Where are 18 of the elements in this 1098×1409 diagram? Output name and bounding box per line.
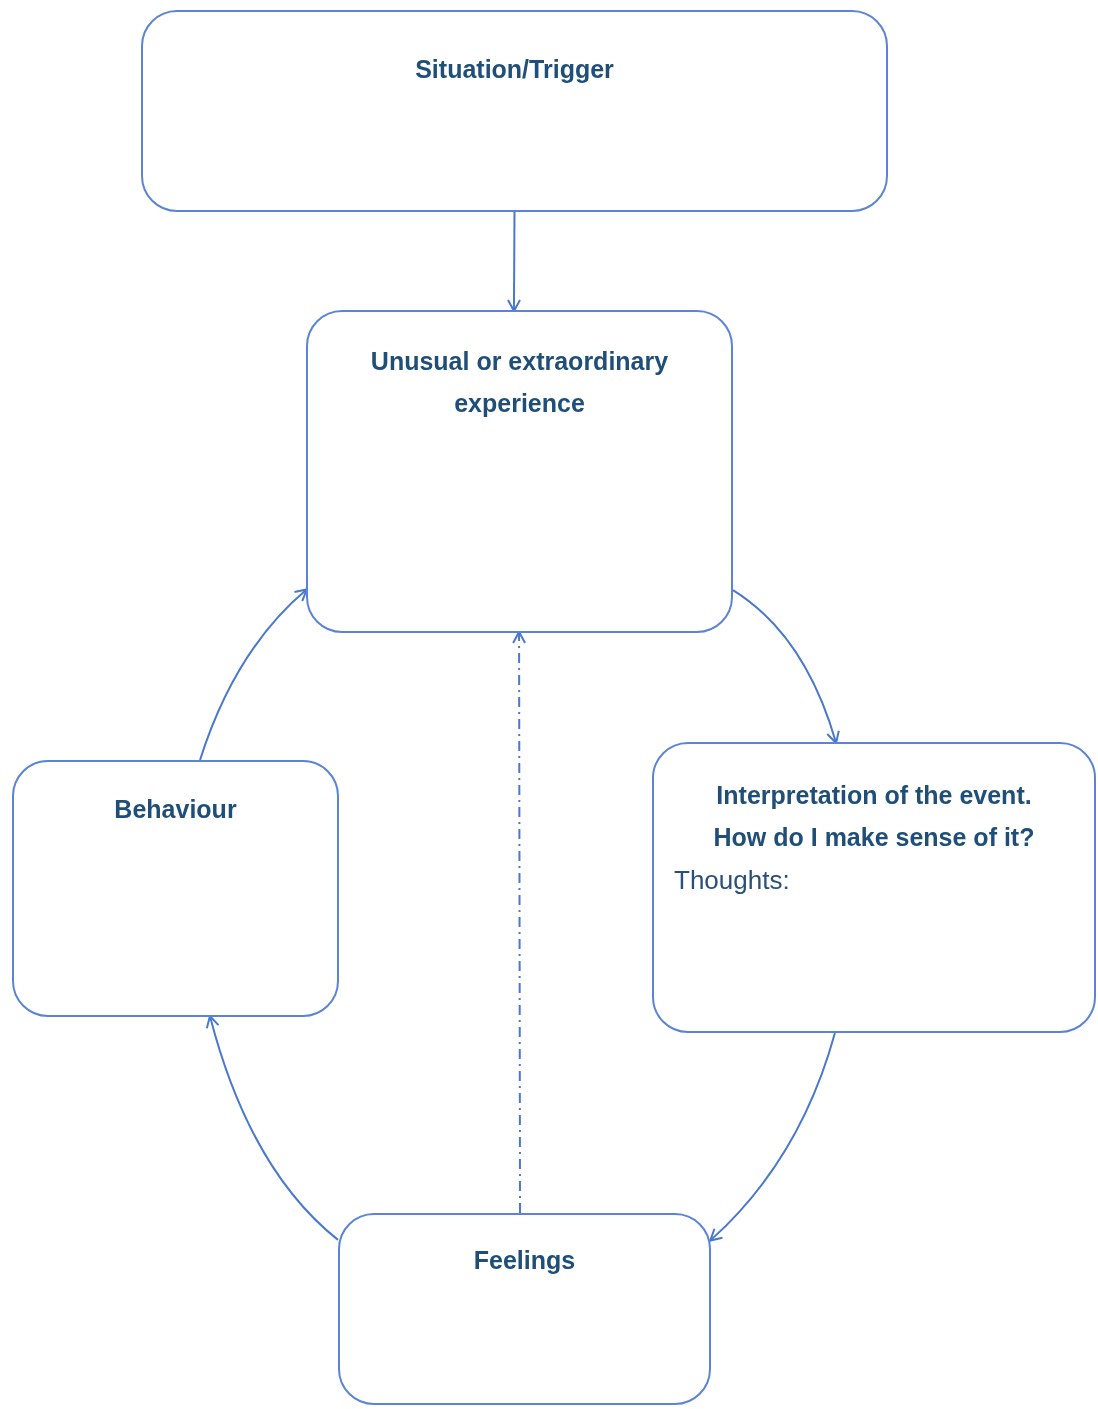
heading-text: How do I make sense of it?: [713, 822, 1035, 853]
heading-text: Interpretation of the event.: [716, 780, 1032, 811]
heading-text: Feelings: [473, 1245, 576, 1276]
arrow: [199, 588, 308, 761]
label-text: Thoughts:: [674, 864, 790, 897]
rounded-box: [12, 760, 339, 1017]
arrow: [709, 1032, 836, 1242]
arrow: [732, 589, 840, 744]
rounded-box: [306, 310, 733, 633]
rounded-box: [338, 1213, 711, 1405]
arrow: [507, 211, 521, 312]
arrow: [206, 1015, 339, 1241]
rounded-box: [141, 10, 888, 212]
heading-text: Behaviour: [114, 794, 237, 825]
heading-text: Situation/Trigger: [415, 54, 614, 85]
heading-text: Unusual or extraordinary experience: [369, 346, 670, 419]
arrow: [512, 631, 527, 1214]
rounded-box: [652, 742, 1096, 1033]
